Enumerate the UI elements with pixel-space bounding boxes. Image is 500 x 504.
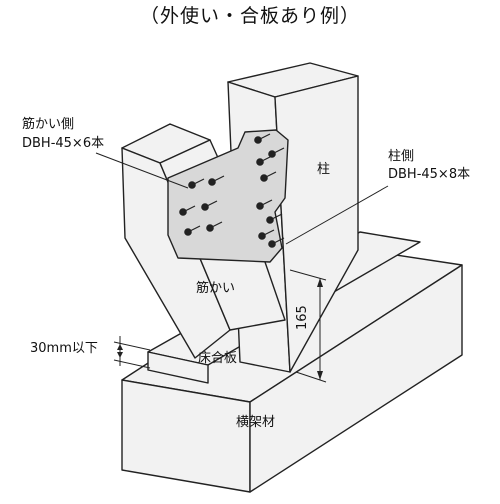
diagram-title: （外使い・合板あり例） [139, 5, 360, 27]
height-dimension-label: 165 [295, 305, 310, 330]
post-side-label: 柱側 [388, 149, 415, 164]
gap-dimension [113, 336, 151, 369]
post-screws [254, 133, 285, 248]
brace-leader-line [95, 152, 189, 189]
brace-label: 筋かい [196, 281, 236, 296]
beam-right-face [249, 264, 463, 493]
post-right-face [274, 75, 359, 373]
plywood-front-face [147, 351, 209, 384]
gap-note-label: 30mm以下 [30, 341, 98, 356]
beam-label: 横架材 [236, 415, 276, 430]
brace-screws [179, 175, 225, 236]
floor-plywood-label: 床合板 [198, 351, 238, 366]
post-screws-label: DBH-45×8本 [388, 167, 471, 182]
post-label: 柱 [317, 162, 331, 177]
brace-screws-label: DBH-45×6本 [22, 136, 105, 151]
brace-side-label: 筋かい側 [22, 117, 75, 132]
post-leader-line [285, 185, 389, 245]
